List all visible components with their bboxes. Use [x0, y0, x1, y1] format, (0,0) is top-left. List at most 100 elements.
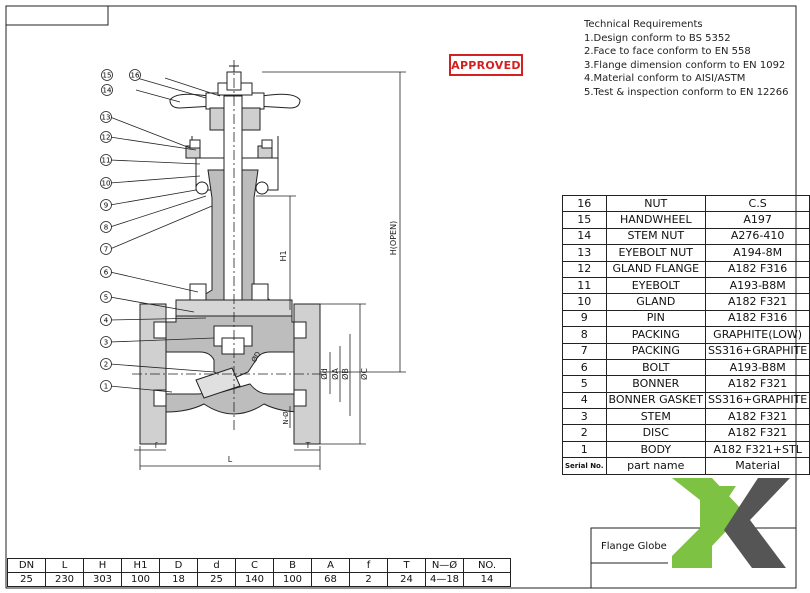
parts-cell-no: 2: [562, 424, 607, 442]
dim-header: f: [349, 558, 388, 573]
label-d-c: ØC: [359, 368, 369, 380]
parts-cell-material: A193-B8M: [705, 358, 810, 377]
parts-cell-material: A182 F321: [705, 293, 810, 311]
dim-value: 25: [7, 572, 46, 587]
dim-header: D: [159, 558, 198, 573]
callout-circle: [100, 380, 112, 392]
label-h1: H1: [279, 250, 288, 261]
dim-header: N—Ø: [425, 558, 464, 573]
callout-label: 1: [104, 383, 108, 391]
callout-label: 12: [102, 134, 111, 142]
dim-header: d: [197, 558, 236, 573]
dim-value: 18: [159, 572, 198, 587]
parts-cell-material: SS316+GRAPHITE: [705, 342, 810, 360]
label-d-a: ØA: [330, 368, 340, 380]
dim-header: T: [387, 558, 426, 573]
parts-cell-name: BODY: [605, 440, 707, 459]
parts-header-name: part name: [605, 457, 707, 475]
dimension-lines: [134, 71, 406, 470]
parts-cell-no: 4: [562, 391, 607, 410]
parts-cell-no: 13: [562, 244, 607, 262]
parts-cell-no: 1: [562, 440, 607, 459]
callout-label: 13: [102, 114, 111, 122]
dim-header: H1: [121, 558, 160, 573]
title-block: [590, 527, 797, 589]
leader-lines: [109, 77, 221, 393]
parts-cell-no: 6: [562, 358, 607, 377]
title-block-label: Flange Globe: [601, 541, 667, 552]
label-d-b: ØB: [340, 368, 350, 380]
parts-cell-no: 14: [562, 227, 607, 246]
callout-circle: [100, 131, 112, 143]
parts-cell-no: 10: [562, 293, 607, 311]
dim-value: 230: [45, 572, 84, 587]
parts-cell-name: EYEBOLT: [605, 276, 707, 295]
parts-header-no: Serial No.: [562, 457, 607, 475]
valve-cross-section: [132, 60, 330, 445]
tech-item-4: 4.Material conform to AISI/ASTM: [584, 73, 746, 84]
tech-item-2: 2.Face to face conform to EN 558: [584, 46, 751, 57]
callout-label: 8: [104, 224, 108, 232]
callout-label: 11: [102, 157, 111, 165]
dim-header: C: [235, 558, 274, 573]
tech-item-5: 5.Test & inspection conform to EN 12266: [584, 86, 789, 98]
tech-item-3: 3.Flange dimension conform to EN 1092: [584, 59, 786, 71]
dim-value: 4—18: [425, 572, 464, 587]
approved-stamp: APPROVED: [449, 54, 523, 76]
callout-circle: [100, 243, 112, 255]
callout-label: 4: [104, 317, 109, 325]
technical-requirements: Technical Requirements 1.Design conform …: [584, 18, 789, 99]
callout-label: 16: [131, 72, 140, 80]
parts-cell-name: HANDWHEEL: [605, 211, 707, 229]
dim-value: 68: [311, 572, 350, 587]
callout-label: 10: [102, 180, 111, 188]
dim-value: 2: [349, 572, 388, 587]
parts-cell-name: STEM: [605, 408, 707, 426]
dim-header: H: [83, 558, 122, 573]
parts-cell-material: A182 F321: [705, 408, 810, 426]
parts-cell-name: STEM NUT: [605, 227, 707, 246]
parts-cell-material: A194-8M: [705, 244, 810, 262]
callout-label: 2: [104, 361, 108, 369]
label-f: f: [155, 441, 158, 450]
parts-cell-material: GRAPHITE(LOW): [705, 326, 810, 344]
label-n-phi: N-Ø: [282, 411, 290, 425]
parts-cell-material: C.S: [705, 194, 810, 213]
callout-label: 9: [104, 202, 108, 210]
callout-circle: [100, 199, 112, 211]
dim-header: B: [273, 558, 312, 573]
label-h-open: H(OPEN): [389, 221, 398, 255]
parts-cell-no: 9: [562, 309, 607, 328]
callout-label: 7: [104, 246, 108, 254]
parts-cell-no: 16: [562, 194, 607, 213]
parts-cell-name: PACKING: [605, 342, 707, 360]
callout-circle: [101, 84, 113, 96]
parts-cell-material: A182 F321: [705, 424, 810, 442]
parts-cell-name: DISC: [605, 424, 707, 442]
callout-label: 3: [104, 339, 108, 347]
callout-circle: [101, 69, 113, 81]
parts-cell-no: 3: [562, 408, 607, 426]
dim-header: NO.: [463, 558, 511, 573]
tech-heading: Technical Requirements: [584, 19, 703, 30]
callout-label: 6: [104, 269, 109, 277]
callout-circle: [100, 266, 112, 278]
dim-value: 100: [121, 572, 160, 587]
callout-circle: [100, 314, 112, 326]
parts-cell-name: PACKING: [605, 326, 707, 344]
dim-value: 303: [83, 572, 122, 587]
label-t: T: [305, 441, 311, 450]
parts-cell-name: BONNER GASKET: [605, 391, 707, 410]
dim-header: A: [311, 558, 350, 573]
parts-cell-material: A276-410: [705, 227, 810, 246]
